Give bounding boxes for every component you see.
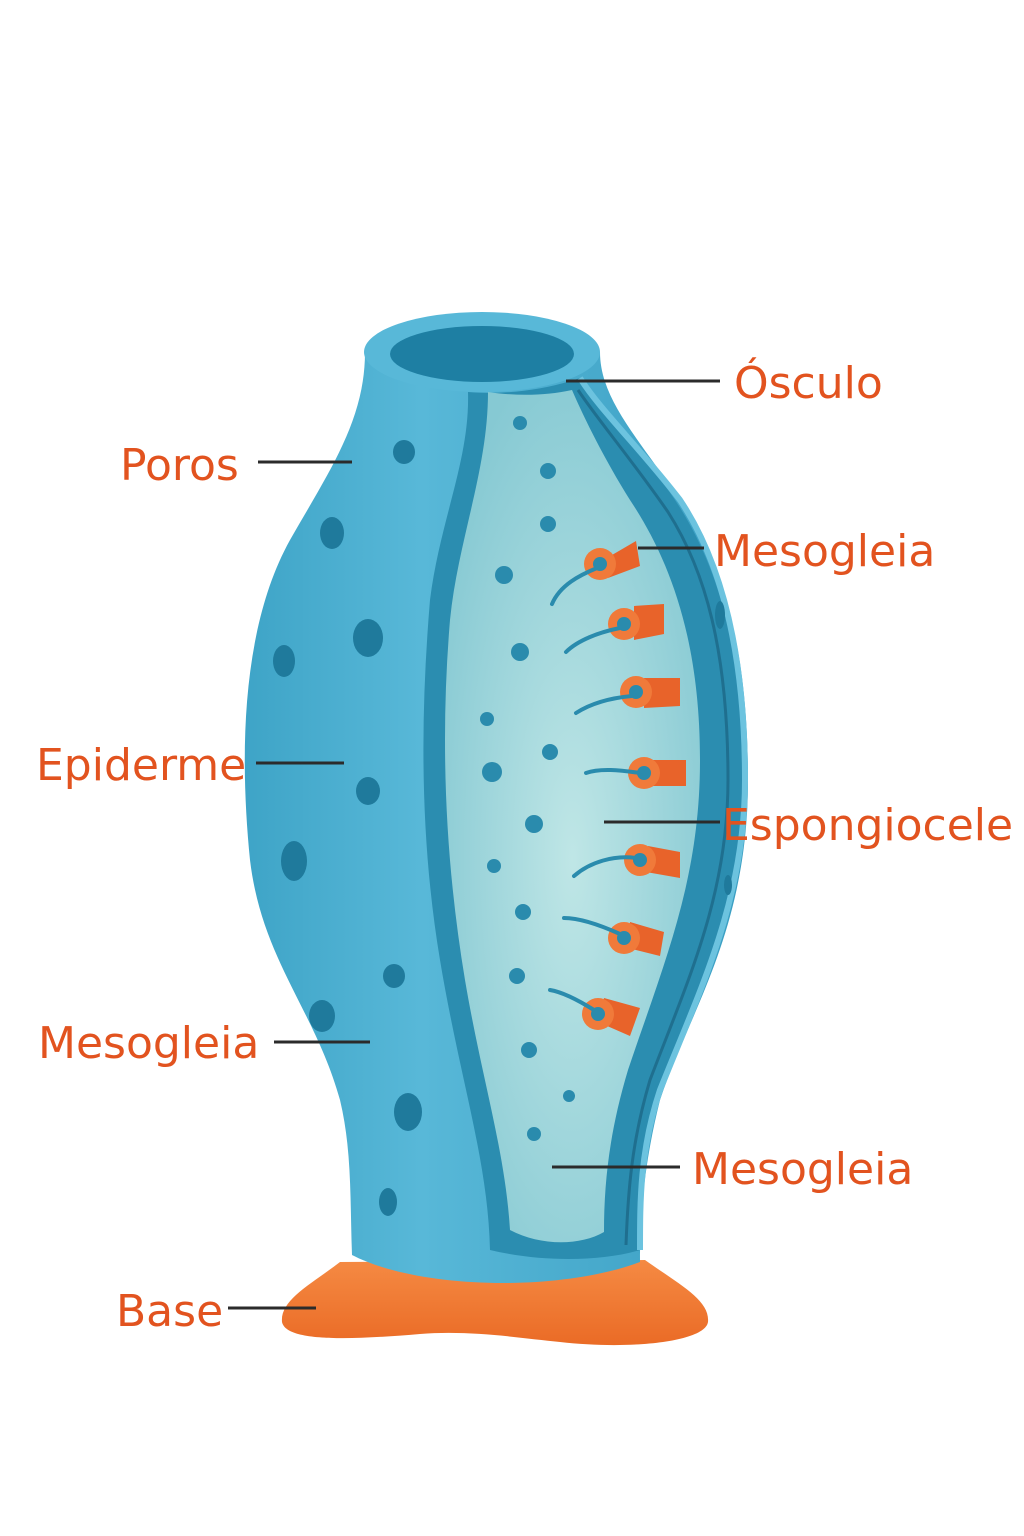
mesohyl-line xyxy=(576,389,730,1246)
label-osculo: Ósculo xyxy=(734,356,883,409)
choanocytes xyxy=(548,541,686,1036)
label-mesogleia-left: Mesogleia xyxy=(38,1018,259,1069)
collar-cell-icon xyxy=(562,916,664,956)
collar-cell-icon xyxy=(548,988,640,1036)
collar-cell-icon xyxy=(574,676,680,715)
label-espongiocele: Espongiocele xyxy=(722,800,1013,851)
base-foot xyxy=(281,1260,709,1346)
collar-cell-icon xyxy=(572,844,680,878)
cavity-pores xyxy=(480,416,575,1141)
leader-lines xyxy=(228,379,720,1310)
osculum-opening xyxy=(390,326,574,382)
spongocoel-cavity xyxy=(445,390,700,1243)
label-epiderme: Epiderme xyxy=(36,740,246,791)
collar-cell-icon xyxy=(564,604,664,654)
label-base: Base xyxy=(116,1286,223,1337)
label-mesogleia-bottom-right: Mesogleia xyxy=(692,1144,913,1195)
collar-cell-icon xyxy=(550,541,640,606)
label-mesogleia-top-right: Mesogleia xyxy=(714,526,935,577)
labels: Ósculo Poros Mesogleia Epiderme Espongio… xyxy=(36,356,1013,1337)
label-poros: Poros xyxy=(120,440,239,491)
outer-membrane xyxy=(577,376,749,1251)
outer-pores xyxy=(273,440,732,1216)
collar-cell-icon xyxy=(584,757,686,789)
